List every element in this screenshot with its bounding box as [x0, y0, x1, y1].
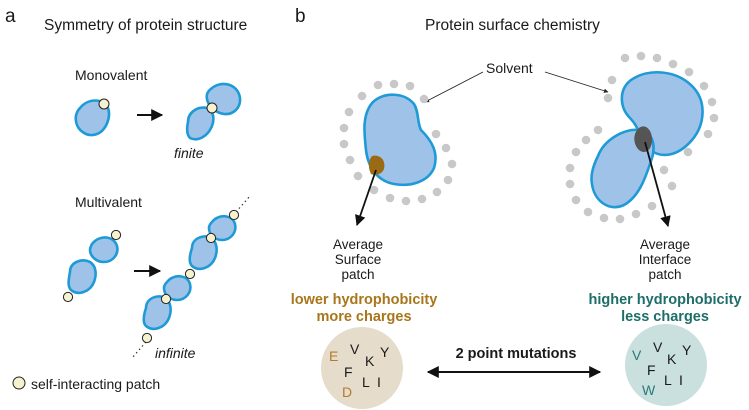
multivalent-label: Multivalent — [75, 194, 142, 210]
interface-label-line3: patch — [648, 267, 681, 282]
surface-label-line3: patch — [341, 267, 374, 282]
solvent-arrow-left — [424, 71, 484, 103]
monovalent-protein — [74, 98, 111, 137]
self-interacting-patch — [62, 291, 74, 303]
residue-letter: V — [653, 339, 663, 355]
surface-patch-arrow — [355, 169, 377, 227]
interface-label-line2: Interface — [639, 252, 692, 267]
infinite-label: infinite — [155, 345, 196, 361]
residue-letter: W — [642, 382, 656, 398]
panel-a: a Symmetry of protein structure Monovale… — [5, 6, 251, 392]
surface-desc-line2: more charges — [316, 309, 411, 325]
self-interacting-patch — [206, 102, 218, 114]
interface-desc-line1: higher hydrophobicity — [588, 292, 741, 308]
self-interacting-patch — [205, 232, 217, 244]
residue-letter: I — [377, 374, 381, 390]
solvent-molecules-right — [565, 51, 719, 224]
surface-label-line1: Average — [333, 237, 383, 252]
residue-letter: V — [632, 347, 642, 363]
legend-label: self-interacting patch — [31, 376, 160, 392]
residue-letter: K — [365, 353, 375, 369]
interface-desc-line2: less charges — [621, 309, 709, 325]
self-interacting-patch — [141, 332, 153, 344]
panel-b-title: Protein surface chemistry — [425, 17, 600, 34]
finite-label: finite — [174, 145, 204, 161]
panel-a-title: Symmetry of protein structure — [44, 17, 247, 34]
panel-b-letter: b — [295, 6, 306, 27]
monovalent-dimer — [185, 82, 242, 141]
chain-continuation-dots — [235, 195, 251, 213]
self-interacting-patch — [160, 293, 172, 305]
residue-letter: F — [647, 362, 656, 378]
legend-patch-icon — [12, 376, 26, 390]
residue-letter: K — [667, 351, 677, 367]
interface-residue-circle — [625, 324, 707, 406]
surface-label-line2: Surface — [335, 252, 382, 267]
residue-letter: Y — [380, 344, 390, 360]
chain-continuation-dots — [131, 341, 147, 359]
self-interacting-patch — [98, 98, 110, 110]
monovalent-label: Monovalent — [75, 67, 147, 83]
residue-letter: L — [664, 372, 672, 388]
interface-patch — [634, 126, 653, 152]
solvent-molecules-left — [339, 79, 457, 206]
residue-letter: Y — [682, 342, 692, 358]
panel-b: b Protein surface chemistry Solvent — [291, 6, 742, 409]
interface-patch-arrow — [644, 141, 671, 228]
interface-residues: V V Y K F L I W — [632, 339, 692, 398]
residue-letter: F — [344, 364, 353, 380]
surface-desc-line1: lower hydrophobicity — [291, 292, 438, 308]
interface-dimer — [590, 70, 704, 209]
mutation-label: 2 point mutations — [456, 346, 577, 362]
residue-letter: L — [362, 374, 370, 390]
surface-protein — [363, 93, 437, 187]
residue-letter: V — [350, 341, 360, 357]
self-interacting-patch — [110, 229, 122, 241]
residue-letter: I — [679, 372, 683, 388]
interface-label-line1: Average — [640, 237, 690, 252]
solvent-arrow-right — [544, 71, 609, 93]
self-interacting-patch — [184, 268, 196, 280]
multivalent-protein — [62, 229, 122, 303]
solvent-label: Solvent — [486, 60, 533, 76]
residue-letter: D — [342, 384, 352, 400]
surface-residue-circle — [321, 327, 403, 409]
self-interacting-patch — [228, 209, 240, 221]
residue-letter: E — [329, 348, 338, 364]
infinite-chain — [131, 195, 251, 359]
panel-a-letter: a — [5, 6, 16, 27]
surface-residues: E V Y K F L I D — [329, 341, 390, 400]
surface-patch — [368, 155, 385, 175]
